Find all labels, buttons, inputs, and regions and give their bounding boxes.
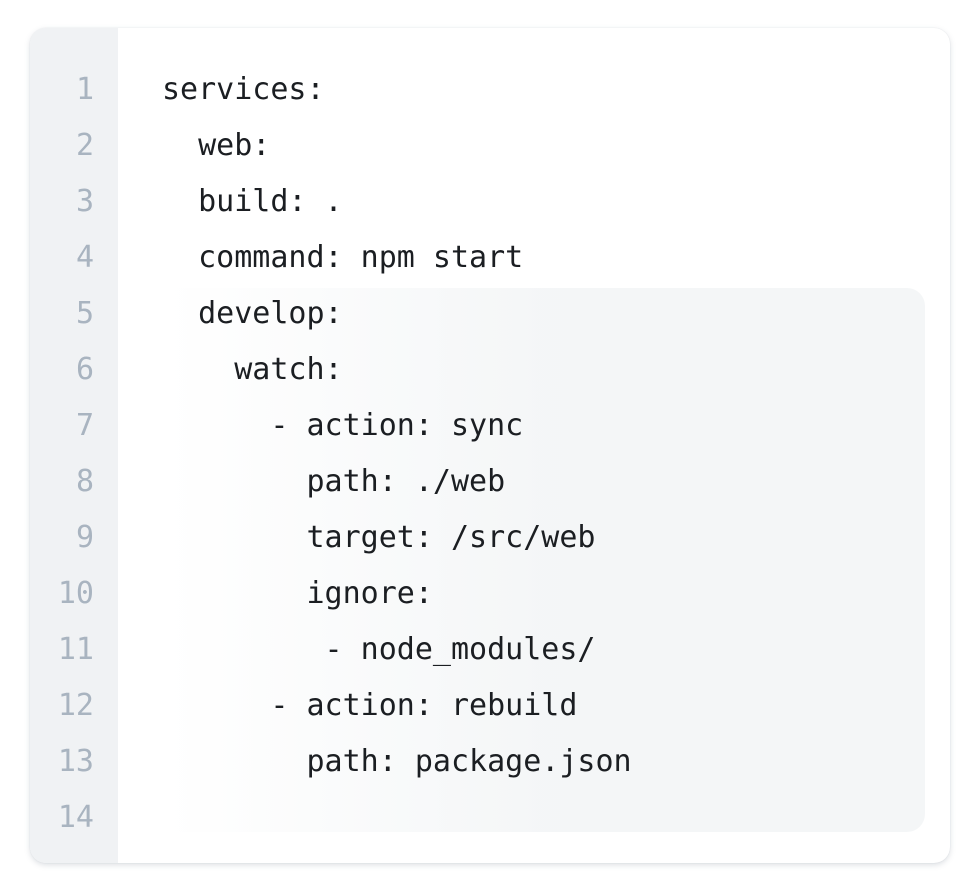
- code-line: 7 - action: sync: [30, 398, 950, 454]
- line-number: 6: [75, 352, 94, 387]
- line-number-gutter: [30, 28, 118, 863]
- code-line: 12 - action: rebuild: [30, 678, 950, 734]
- code-line: 4 command: npm start: [30, 230, 950, 286]
- line-code: watch:: [162, 352, 343, 387]
- line-number: 4: [75, 240, 94, 275]
- code-content: 1 services: 2 web: 3 build: . 4 command:…: [30, 62, 950, 846]
- line-code: target: /src/web: [162, 520, 596, 555]
- line-number: 13: [57, 744, 94, 779]
- highlighted-lines-region: [118, 288, 925, 832]
- code-line: 11 - node_modules/: [30, 622, 950, 678]
- line-code: develop:: [162, 296, 343, 331]
- code-line: 9 target: /src/web: [30, 510, 950, 566]
- line-code: path: ./web: [162, 464, 506, 499]
- line-number: 10: [57, 576, 94, 611]
- line-code: ignore:: [162, 576, 433, 611]
- code-block-card: 1 services: 2 web: 3 build: . 4 command:…: [30, 28, 950, 863]
- code-line: 5 develop:: [30, 286, 950, 342]
- code-line: 3 build: .: [30, 174, 950, 230]
- line-number: 5: [75, 296, 94, 331]
- code-line: 14: [30, 790, 950, 846]
- line-code: - action: rebuild: [162, 688, 578, 723]
- line-number: 12: [57, 688, 94, 723]
- code-line: 8 path: ./web: [30, 454, 950, 510]
- line-code: web:: [162, 128, 271, 163]
- line-number: 14: [57, 800, 94, 835]
- line-number: 11: [57, 632, 94, 667]
- line-code: services:: [162, 72, 325, 107]
- line-number: 2: [75, 128, 94, 163]
- line-code: [118, 790, 950, 846]
- code-line: 13 path: package.json: [30, 734, 950, 790]
- line-code: command: npm start: [162, 240, 524, 275]
- line-number: 8: [75, 464, 94, 499]
- line-code: build: .: [162, 184, 343, 219]
- code-line: 10 ignore:: [30, 566, 950, 622]
- line-code: path: package.json: [162, 744, 632, 779]
- code-line: 6 watch:: [30, 342, 950, 398]
- line-number: 9: [75, 520, 94, 555]
- code-line: 2 web:: [30, 118, 950, 174]
- line-number: 1: [75, 72, 94, 107]
- line-number: 3: [75, 184, 94, 219]
- line-code: - node_modules/: [162, 632, 596, 667]
- line-code: - action: sync: [162, 408, 524, 443]
- line-number: 7: [75, 408, 94, 443]
- code-line: 1 services:: [30, 62, 950, 118]
